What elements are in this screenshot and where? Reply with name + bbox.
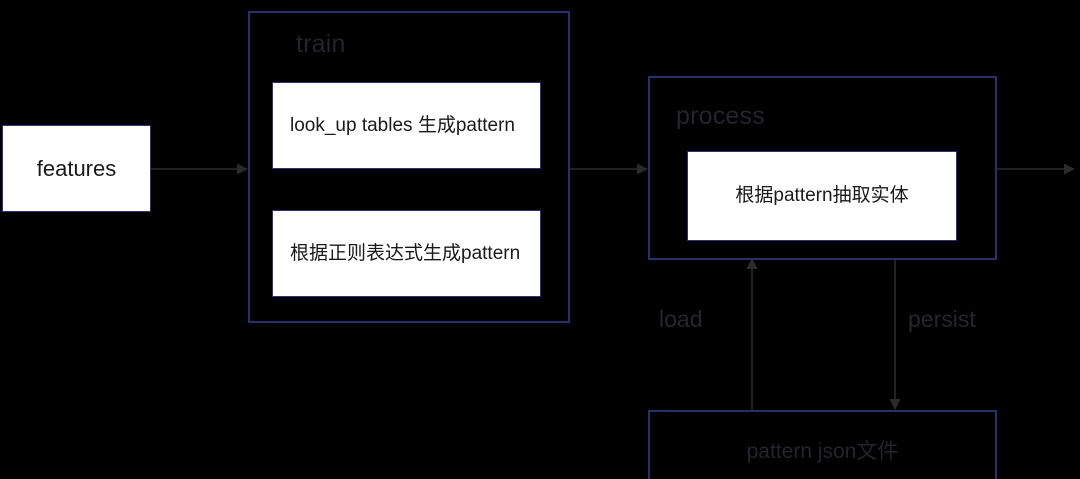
node-features-label: features: [36, 155, 117, 181]
node-pattern-file[interactable]: pattern json文件: [648, 410, 997, 479]
node-process-step-1[interactable]: 根据pattern抽取实体: [687, 151, 957, 241]
node-train-step-1-label: look_up tables 生成pattern: [290, 114, 515, 136]
group-process[interactable]: [648, 76, 997, 260]
node-pattern-file-label: pattern json文件: [746, 440, 899, 463]
group-train-label: train: [296, 30, 346, 58]
group-process-label: process: [676, 102, 765, 130]
group-train[interactable]: [248, 11, 570, 323]
edge-label-load: load: [659, 306, 703, 332]
node-train-step-2[interactable]: 根据正则表达式生成pattern: [272, 210, 541, 297]
node-features[interactable]: features: [2, 125, 151, 212]
edge-label-persist: persist: [908, 306, 976, 332]
node-process-step-1-label: 根据pattern抽取实体: [735, 185, 909, 207]
node-train-step-2-label: 根据正则表达式生成pattern: [290, 242, 521, 264]
node-train-step-1[interactable]: look_up tables 生成pattern: [272, 82, 541, 169]
